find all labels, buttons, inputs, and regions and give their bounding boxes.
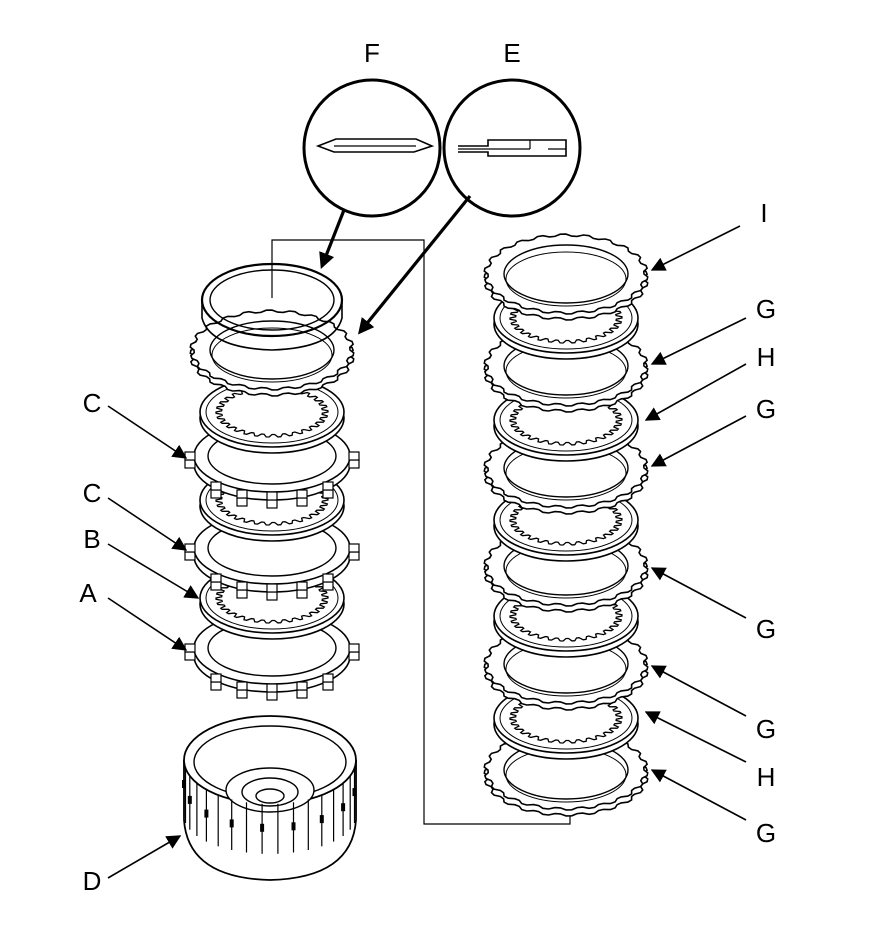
drum-slot	[352, 788, 357, 797]
pressure-plate-e	[189, 309, 355, 397]
drum-slot	[204, 809, 209, 818]
callout-h2-arrow	[644, 711, 747, 763]
callout-g5-arrow	[650, 769, 747, 821]
callout-a-arrow	[107, 597, 188, 651]
detail-e-arrow	[357, 194, 472, 335]
callout-g3: G	[756, 614, 776, 644]
callout-g3-arrow	[650, 567, 747, 619]
drum-slot	[319, 815, 324, 824]
right-clutch-stack	[483, 233, 649, 817]
callout-d-arrow	[107, 835, 182, 879]
callout-g4: G	[756, 714, 776, 744]
callout-c-lower: C	[83, 478, 102, 508]
friction-plate-top	[199, 376, 345, 454]
callout-h1-arrow	[644, 363, 747, 421]
left-clutch-stack	[184, 262, 360, 701]
callout-g4-arrow	[650, 665, 747, 717]
detail-e-circle	[442, 78, 582, 218]
callout-b-arrow	[107, 543, 200, 599]
clutch-drum	[182, 715, 357, 881]
drum-slot	[291, 822, 296, 831]
drum-slot	[341, 803, 346, 812]
drum-slot	[187, 795, 192, 804]
callout-d: D	[83, 866, 102, 896]
callout-i: I	[760, 198, 767, 228]
drum-slot	[229, 819, 234, 828]
detail-f-circle	[302, 78, 442, 218]
callout-g2: G	[756, 394, 776, 424]
callout-f: F	[364, 38, 380, 68]
callout-g5: G	[756, 818, 776, 848]
callout-g2-arrow	[650, 415, 747, 467]
stack-link-line	[271, 239, 571, 825]
end-plate-i	[483, 233, 649, 321]
callout-b: B	[83, 524, 100, 554]
callout-c-lower-arrow	[107, 497, 188, 551]
drum-slot	[260, 823, 265, 832]
detail-f-arrow	[319, 209, 346, 269]
callout-g1: G	[756, 294, 776, 324]
snap-ring-f	[200, 262, 344, 351]
callout-a: A	[79, 578, 97, 608]
callout-i-arrow	[650, 225, 741, 271]
callout-h2: H	[757, 762, 776, 792]
callout-g1-arrow	[650, 317, 747, 365]
callout-h1: H	[757, 342, 776, 372]
callout-c-upper-arrow	[107, 405, 188, 459]
drum-slot	[182, 780, 186, 788]
callout-c-upper: C	[83, 388, 102, 418]
callout-e: E	[503, 38, 520, 68]
